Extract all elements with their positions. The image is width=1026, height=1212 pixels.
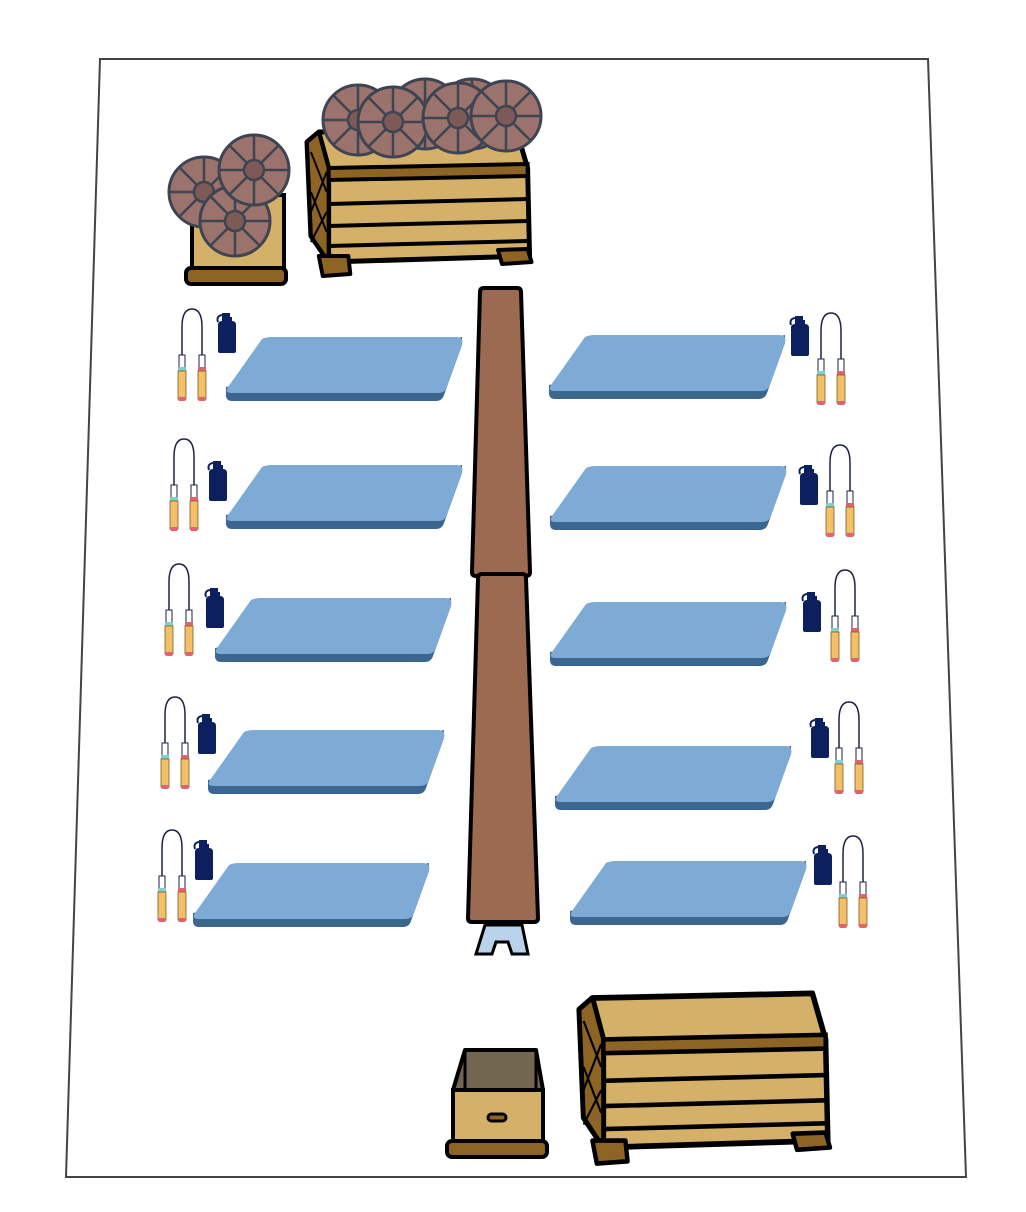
storage-box-bottom xyxy=(445,1048,549,1159)
weight-plate-icon xyxy=(217,133,291,207)
beam-stand xyxy=(473,923,530,956)
exercise-mat xyxy=(550,602,787,666)
balance-beam xyxy=(465,286,541,956)
vaulting-box-bottom xyxy=(579,993,830,1163)
exercise-mat xyxy=(215,598,452,662)
exercise-mat xyxy=(549,335,786,399)
vaulting-box-top xyxy=(307,77,543,276)
exercise-mat xyxy=(226,465,463,529)
weight-plate-icon xyxy=(469,79,543,153)
exercise-mat xyxy=(208,730,445,794)
exercise-mat xyxy=(193,863,430,927)
exercise-mat xyxy=(555,746,792,810)
exercise-mat xyxy=(550,466,787,530)
weight-plate-icon xyxy=(356,85,430,159)
exercise-mat xyxy=(570,861,807,925)
exercise-mat xyxy=(226,337,463,401)
plate-box-top-left xyxy=(167,133,291,286)
